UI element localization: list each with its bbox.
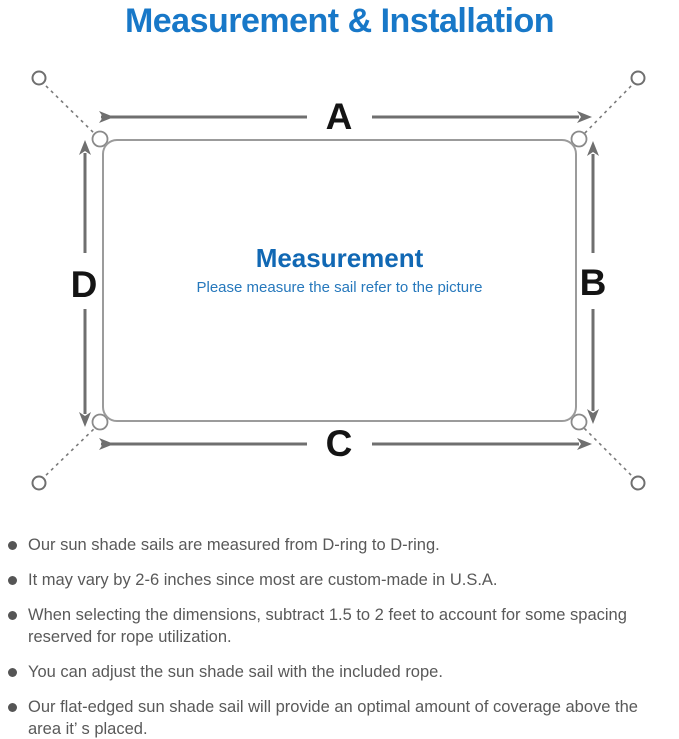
instruction-item: Our sun shade sails are measured from D-… [0,534,675,556]
d-ring-icon [91,130,109,148]
d-ring-icon [570,413,588,431]
tether-line-top-right [580,80,637,138]
instruction-item: It may vary by 2-6 inches since most are… [0,569,675,591]
instruction-item: When selecting the dimensions, subtract … [0,604,675,648]
instruction-text: When selecting the dimensions, subtract … [28,606,627,646]
dimension-label-d: D [71,264,98,305]
dimension-arrows [79,111,599,450]
d-ring-icon [91,413,109,431]
tether-lines [40,80,637,481]
anchor-point-icon [630,475,646,491]
bullet-icon [8,576,17,585]
shade-sail-outline [102,139,577,422]
bullet-icon [8,541,17,550]
instruction-text: Our sun shade sails are measured from D-… [28,536,440,554]
instruction-text: It may vary by 2-6 inches since most are… [28,571,498,589]
instruction-item: You can adjust the sun shade sail with t… [0,661,675,683]
measurement-diagram: A B C D [31,70,646,491]
page-title: Measurement & Installation [124,2,555,40]
instruction-text: Our flat-edged sun shade sail will provi… [28,698,638,738]
bullet-icon [8,668,17,677]
tether-line-top-left [40,80,99,138]
tether-line-bottom-left [40,424,99,481]
tether-line-bottom-right [580,424,637,481]
anchor-point-icon [630,70,646,86]
d-rings [91,130,588,431]
d-ring-icon [570,130,588,148]
bullet-icon [8,703,17,712]
instruction-item: Our flat-edged sun shade sail will provi… [0,696,675,739]
instructions-list: Our sun shade sails are measured from D-… [0,534,679,739]
instruction-text: You can adjust the sun shade sail with t… [28,663,443,681]
anchor-point-icon [31,475,47,491]
dimension-label-b: B [580,262,607,303]
dimension-label-a: A [326,96,353,137]
anchor-points [31,70,646,491]
bullet-icon [8,611,17,620]
dimension-label-c: C [326,423,353,464]
anchor-point-icon [31,70,47,86]
